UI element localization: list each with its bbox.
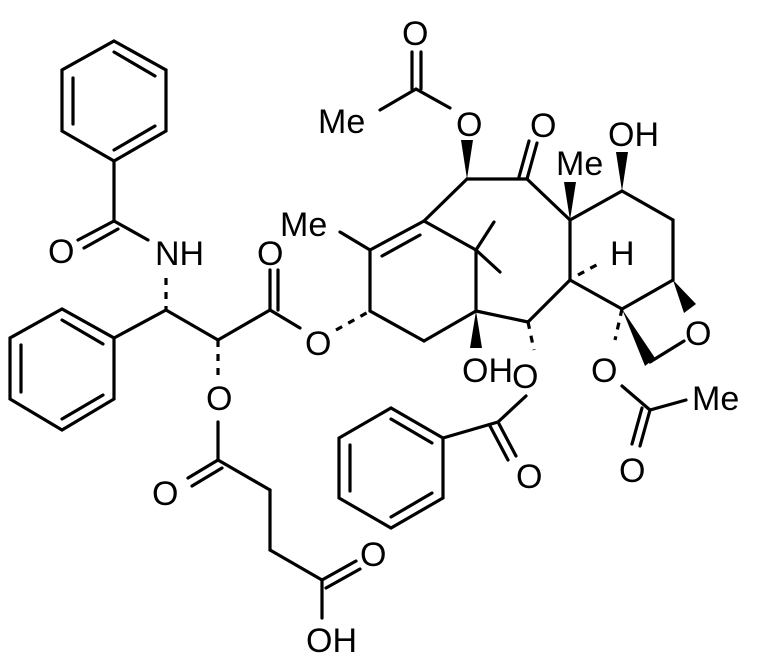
amide-nh-label: NH [155, 235, 204, 273]
c2prime-oxygen-label: O [206, 380, 232, 418]
oxetane-ring: O [613, 280, 711, 366]
benzoate-carbonyl-oxygen-label: O [516, 458, 542, 496]
c4-acetyl-carbonyl-oxygen-label: O [619, 452, 645, 490]
taxane-b-ring: O O O [422, 106, 572, 396]
amide-oxygen-label: O [48, 233, 74, 271]
succinyl-carbonyl-oxygen-label: O [152, 475, 178, 513]
side-chain-backbone: O O O [112, 235, 371, 418]
taxane-a-ring: Me OH [280, 206, 513, 390]
c7-hydroxyl-label: OH [608, 116, 659, 154]
c4-acetate: O Me O [591, 352, 739, 490]
c10-acetate: O Me [318, 15, 452, 141]
acid-carbonyl-oxygen-label: O [360, 536, 386, 574]
c2-benzoate: O [337, 394, 542, 530]
side-chain-phenyl-ring [8, 307, 116, 432]
acetyl-top-oxygen-label: O [402, 15, 428, 53]
taxane-c-ring: Me OH H [556, 116, 675, 311]
acetyl-top-methyl-label: Me [318, 103, 365, 141]
c10-oxygen-label: O [456, 106, 482, 144]
c18-methyl-label: Me [280, 206, 327, 244]
c4-oxygen-label: O [591, 352, 617, 390]
c4-acetyl-methyl-label: Me [692, 380, 739, 418]
c9-ketone-oxygen-label: O [530, 107, 556, 145]
c1-hydroxyl-label: OH [462, 352, 513, 390]
succinate-chain: O O OH [152, 420, 386, 660]
amide-group: O NH [48, 159, 204, 310]
ester-carbonyl-oxygen-label: O [257, 235, 283, 273]
benzamide-phenyl-ring [60, 39, 168, 163]
side-chain-ester-oxygen-label: O [305, 325, 331, 363]
c8-methyl-label: Me [556, 145, 603, 183]
c2-oxygen-label: O [512, 358, 538, 396]
c3-hydrogen-label: H [610, 235, 635, 273]
acid-hydroxyl-label: OH [306, 622, 357, 660]
oxetane-oxygen-label: O [685, 315, 711, 353]
